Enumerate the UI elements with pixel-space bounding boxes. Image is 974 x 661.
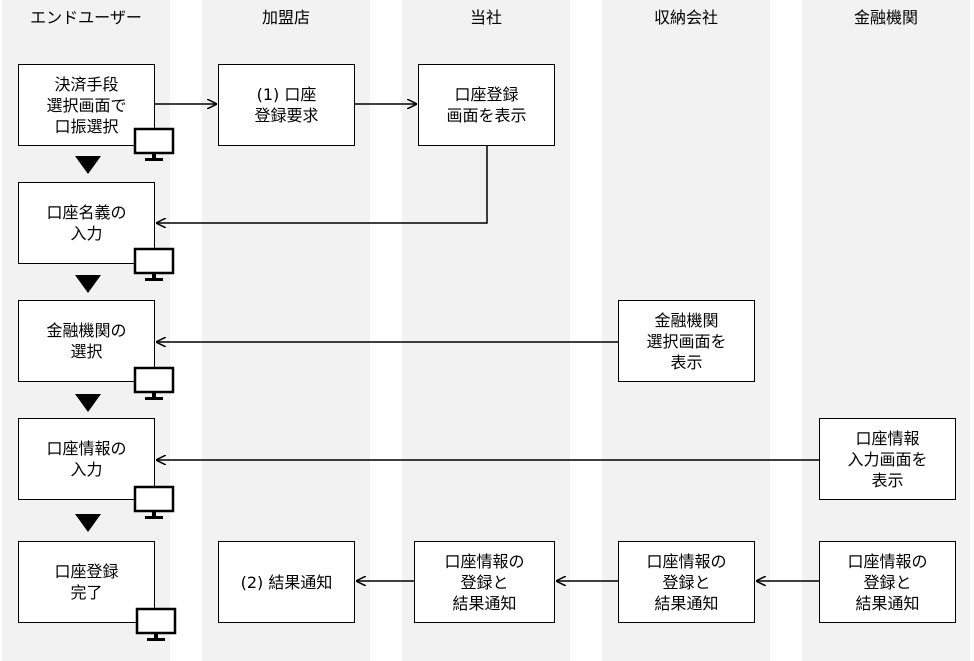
step-select-bank-label: 金融機関の 選択 [46,321,127,361]
step-agency-register-notify: 口座情報の 登録と 結果通知 [618,541,755,623]
step-account-registration-request-label: (1) 口座 登録要求 [254,85,319,125]
step-bank-register-notify-label: 口座情報の 登録と 結果通知 [847,551,928,613]
step-registration-complete: 口座登録 完了 [18,541,155,623]
step-bank-selection-screen: 金融機関 選択画面を 表示 [618,300,755,382]
lane-title-collection-agency: 収納会社 [653,8,718,27]
step-bank-selection-screen-label: 金融機関 選択画面を 表示 [646,310,727,372]
step-account-input-screen-label: 口座情報 入力画面を 表示 [847,428,928,490]
step-registration-complete-label: 口座登録 完了 [54,562,119,602]
step-show-registration-screen: 口座登録 画面を表示 [418,64,555,146]
lane-title-company: 当社 [469,8,502,27]
step-input-account-name-label: 口座名義の 入力 [46,203,127,243]
lane-title-end-user: エンドユーザー [30,8,142,27]
step-input-account-info: 口座情報の 入力 [18,418,155,500]
step-select-bank: 金融機関の 選択 [18,300,155,382]
step-bank-register-notify: 口座情報の 登録と 結果通知 [819,541,956,623]
step-select-payment-label: 決済手段 選択画面で 口振選択 [46,74,127,136]
step-account-registration-request: (1) 口座 登録要求 [218,64,355,146]
step-show-registration-screen-label: 口座登録 画面を表示 [446,85,527,125]
step-merchant-result: (2) 結果通知 [218,541,355,623]
step-account-input-screen: 口座情報 入力画面を 表示 [819,418,956,500]
step-agency-register-notify-label: 口座情報の 登録と 結果通知 [646,551,727,613]
lane-title-bank: 金融機関 [853,8,918,27]
step-merchant-result-label: (2) 結果通知 [240,572,333,592]
step-select-payment: 決済手段 選択画面で 口振選択 [18,64,155,146]
step-input-account-name: 口座名義の 入力 [18,182,155,264]
step-input-account-info-label: 口座情報の 入力 [46,439,127,479]
lane-title-merchant: 加盟店 [261,8,310,27]
step-company-register-notify-label: 口座情報の 登録と 結果通知 [444,551,525,613]
step-company-register-notify: 口座情報の 登録と 結果通知 [414,541,555,623]
